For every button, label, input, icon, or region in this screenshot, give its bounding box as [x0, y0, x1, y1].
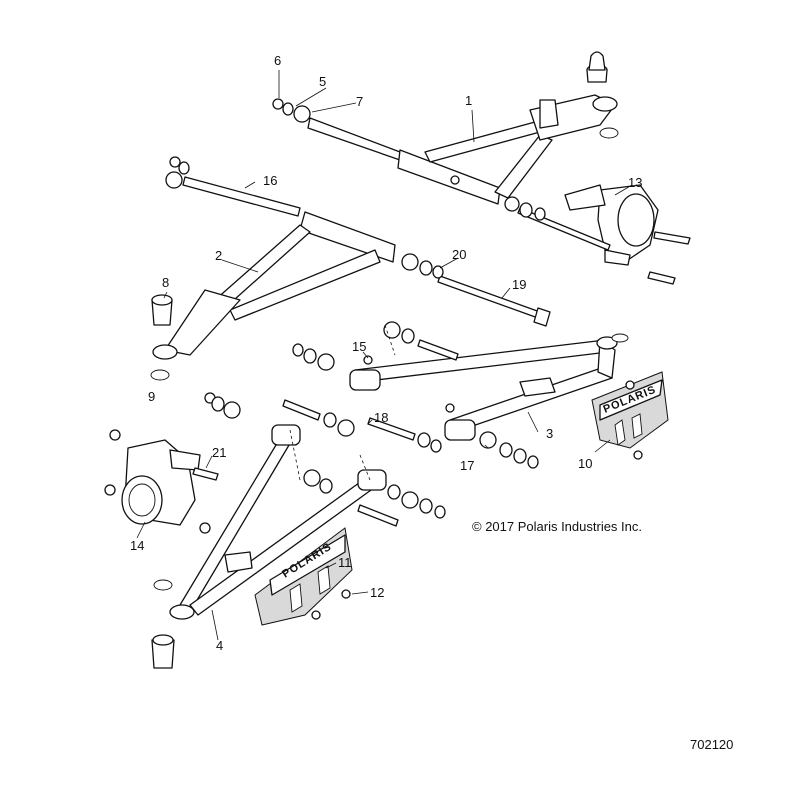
circlip-9: [150, 369, 170, 381]
copyright-notice: © 2017 Polaris Industries Inc.: [472, 519, 642, 534]
knuckle-nut-14a: [109, 429, 121, 441]
bolt-stack-upper-mid: [292, 321, 459, 371]
callout-18: 18: [374, 410, 388, 425]
grease-fitting-upper: [450, 175, 460, 185]
steering-knuckle-13: [564, 184, 659, 266]
dashed-line-4a: [289, 429, 301, 481]
steering-knuckle-14: [121, 439, 201, 526]
callout-17: 17: [460, 458, 474, 473]
knuckle-nut-14b: [104, 484, 116, 496]
callout-19: 19: [512, 277, 526, 292]
bolt-skid-10: [625, 380, 635, 390]
callout-16: 16: [263, 173, 277, 188]
lower-a-arm-2: [152, 211, 396, 360]
leader-lines: [136, 70, 633, 641]
callout-5: 5: [319, 74, 326, 89]
upper-a-arm-1: [307, 94, 618, 205]
dashed-line-4b: [359, 454, 371, 481]
callout-13: 13: [628, 175, 642, 190]
lower-a-arm-3: [349, 336, 618, 441]
bolt-18: [367, 417, 442, 453]
dashed-line-3: [384, 324, 396, 356]
skid-plate-11: POLARIS: [254, 527, 353, 626]
knuckle-nut-14c: [199, 522, 211, 534]
callout-21: 21: [212, 445, 226, 460]
callout-labels: 1 2 3 4 5 6 7 8 9 10 11 12 13 14 15 16 1…: [130, 53, 642, 653]
callout-12: 12: [370, 585, 384, 600]
callout-6: 6: [274, 53, 281, 68]
callout-2: 2: [215, 248, 222, 263]
callout-1: 1: [465, 93, 472, 108]
circlip-4: [153, 579, 173, 591]
bushing-stack-4-bottom: [303, 469, 446, 527]
bushing-stack-4-top: [204, 392, 355, 437]
bushing-stack-right: [504, 196, 546, 221]
callout-14: 14: [130, 538, 144, 553]
callout-11: 11: [338, 555, 352, 570]
grease-fitting-15: [363, 355, 373, 365]
lower-a-arm-4: [169, 424, 387, 620]
bolt-21: [192, 467, 219, 481]
ball-joint-8: [151, 294, 173, 326]
bolt-19: [437, 275, 551, 327]
callout-3: 3: [546, 426, 553, 441]
screw-12b: [311, 610, 321, 620]
screw-12: [341, 589, 351, 599]
grease-fitting-3: [445, 403, 455, 413]
drawing-number: 702120: [690, 737, 733, 752]
nut-skid-10: [633, 450, 643, 460]
bushing-stack-top: [272, 98, 311, 123]
bushing-stack-20: [401, 253, 444, 279]
circlip-right: [611, 333, 629, 343]
callout-20: 20: [452, 247, 466, 262]
bushing-stack-17: [479, 431, 539, 469]
ball-joint-bottom: [151, 634, 175, 669]
circlip-top: [599, 127, 619, 139]
callout-7: 7: [356, 94, 363, 109]
callout-4: 4: [216, 638, 223, 653]
bushing-stack-left: [165, 156, 190, 189]
pivot-shaft-16: [182, 176, 301, 217]
ball-joint-top: [586, 51, 608, 83]
callout-9: 9: [148, 389, 155, 404]
callout-8: 8: [162, 275, 169, 290]
callout-10: 10: [578, 456, 592, 471]
callout-15: 15: [352, 339, 366, 354]
